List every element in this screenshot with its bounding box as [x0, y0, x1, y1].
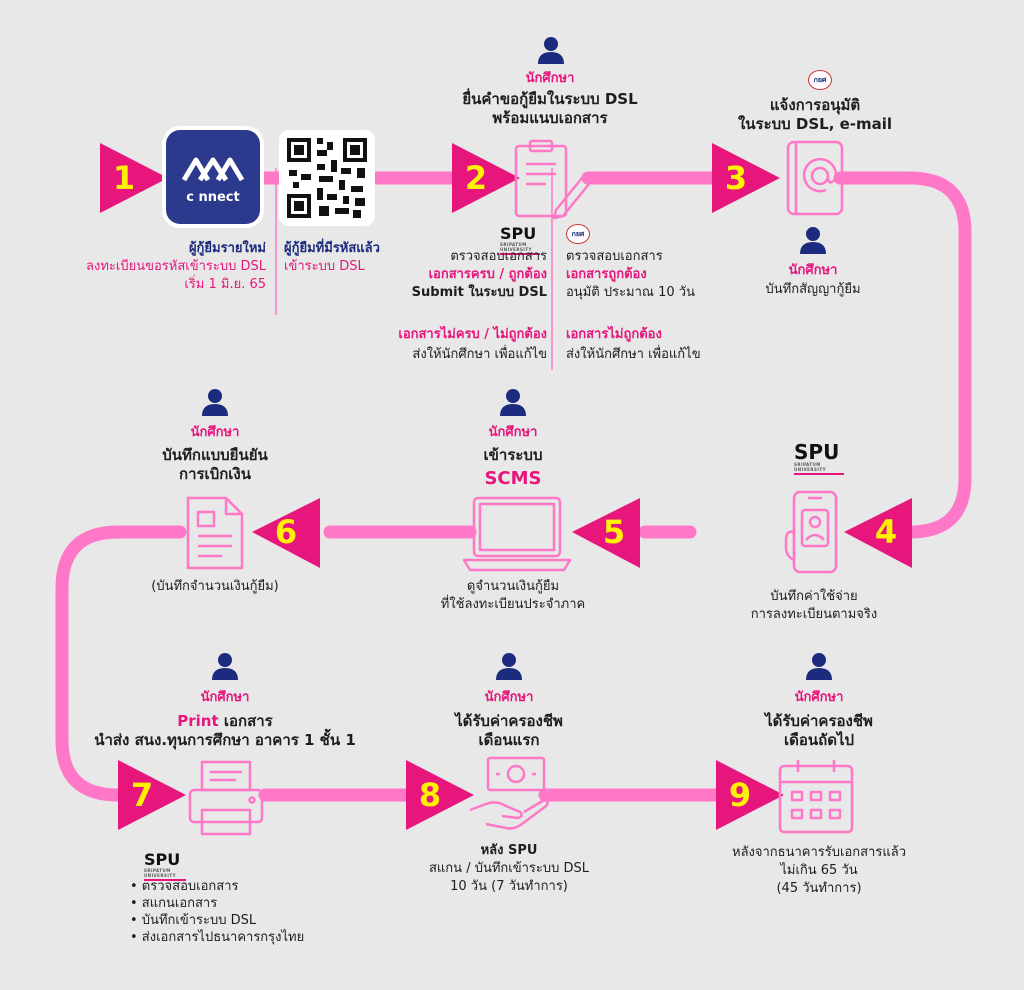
step2-spu-bad: เอกสารไม่ครบ / ไม่ถูกต้อง	[398, 327, 547, 342]
kyos-logo: กยศ	[808, 70, 832, 90]
hand-money-icon	[469, 756, 549, 830]
document-icon	[186, 496, 244, 570]
arrow-2	[452, 143, 520, 213]
step2-k-approve: อนุมัติ ประมาณ 10 วัน	[566, 285, 695, 300]
arrow-8	[406, 760, 474, 830]
step8-title-line2: เดือนแรก	[478, 731, 540, 749]
step6-role: นักศึกษา	[190, 425, 240, 440]
step7-print-word: Print	[177, 712, 219, 730]
step1-existing-borrower-title: ผู้กู้ยืมที่มีรหัสแล้ว	[284, 241, 380, 256]
step2-title-line2: พร้อมแนบเอกสาร	[492, 109, 608, 127]
step9-role: นักศึกษา	[794, 690, 844, 705]
step1-existing-borrower-line1: เข้าระบบ DSL	[284, 259, 365, 274]
step2-role: นักศึกษา	[525, 71, 575, 86]
step2-k-check: ตรวจสอบเอกสาร	[566, 249, 663, 264]
arrow-5	[572, 498, 640, 568]
step8-line2: สแกน / บันทึกเข้าระบบ DSL	[428, 861, 590, 876]
step6-title-line2: การเบิกเงิน	[179, 465, 251, 483]
arrow-6	[252, 498, 320, 568]
arrow-4	[844, 498, 912, 568]
step2-spu-return: ส่งให้นักศึกษา เพื่อแก้ไข	[412, 347, 547, 362]
step9-line3: (45 วันทำการ)	[776, 881, 862, 896]
step4-line1: บันทึกค่าใช้จ่าย	[770, 589, 858, 604]
step1-new-borrower-title: ผู้กู้ยืมรายใหม่	[188, 241, 266, 256]
step4-line2: การลงทะเบียนตามจริง	[750, 607, 878, 622]
step9-line2: ไม่เกิน 65 วัน	[780, 863, 858, 878]
calendar-icon	[778, 760, 854, 834]
person-icon	[496, 653, 522, 680]
step-number-8: 8	[418, 776, 442, 814]
person-icon	[800, 227, 826, 254]
person-icon	[500, 389, 526, 416]
step3-action: บันทึกสัญญากู้ยืม	[765, 282, 861, 297]
step8-line1: หลัง SPU	[480, 843, 538, 858]
step-number-1: 1	[112, 159, 136, 197]
step9-title-line1: ได้รับค่าครองชีพ	[765, 712, 873, 730]
step-number-5: 5	[602, 513, 626, 551]
step5-line2: ที่ใช้ลงทะเบียนประจำภาค	[440, 597, 586, 612]
printer-icon	[188, 760, 264, 836]
address-book-at-icon	[786, 140, 844, 216]
step6-note: (บันทึกจำนวนเงินกู้ยืม)	[151, 579, 279, 594]
step3-title-line1: แจ้งการอนุมัติ	[769, 96, 861, 114]
kyos-logo: กยศ	[566, 224, 590, 244]
step8-title-line1: ได้รับค่าครองชีพ	[455, 712, 563, 730]
step1-new-borrower-line2: เริ่ม 1 มิ.ย. 65	[184, 277, 266, 292]
step7-item-4: • ส่งเอกสารไปธนาคารกรุงไทย	[130, 930, 305, 945]
step2-spu-submit: Submit ในระบบ DSL	[411, 285, 547, 300]
step5-role: นักศึกษา	[488, 425, 538, 440]
step2-spu-ok: เอกสารครบ / ถูกต้อง	[428, 267, 547, 282]
person-icon	[202, 389, 228, 416]
step-number-4: 4	[874, 513, 898, 551]
step9-line1: หลังจากธนาคารรับเอกสารแล้ว	[732, 845, 906, 860]
kyos-connect-app-icon: c nnect	[166, 130, 260, 224]
clipboard-pen-icon	[514, 139, 591, 220]
step2-title-line1: ยื่นคำขอกู้ยืมในระบบ DSL	[462, 90, 638, 108]
laptop-icon	[462, 496, 572, 572]
step2-spu-check: ตรวจสอบเอกสาร	[450, 249, 547, 264]
step3-role: นักศึกษา	[788, 263, 838, 278]
person-icon	[538, 37, 564, 64]
step7-role: นักศึกษา	[200, 690, 250, 705]
step-number-6: 6	[274, 513, 298, 551]
step-number-3: 3	[724, 159, 748, 197]
step5-line1: ดูจำนวนเงินกู้ยืม	[466, 579, 560, 594]
step7-title-line2: นำส่ง สนง.ทุนการศึกษา อาคาร 1 ชั้น 1	[94, 731, 356, 749]
step7-title-line1: Print เอกสาร	[105, 712, 345, 731]
step-number-2: 2	[464, 159, 488, 197]
step8-line3: 10 วัน (7 วันทำการ)	[450, 879, 568, 894]
step7-print-rest: เอกสาร	[218, 712, 273, 730]
step1-new-borrower-line1: ลงทะเบียนขอรหัสเข้าระบบ DSL	[86, 259, 266, 274]
qr-code	[279, 130, 375, 226]
arrow-3	[712, 143, 780, 213]
arrow-1	[100, 143, 168, 213]
step2-k-ok: เอกสารถูกต้อง	[566, 267, 647, 282]
step5-title-line1: เข้าระบบ	[483, 446, 543, 464]
phone-profile-icon	[784, 490, 838, 574]
step6-title-line1: บันทึกแบบยืนยัน	[162, 446, 268, 464]
person-icon	[806, 653, 832, 680]
step-number-7: 7	[130, 776, 154, 814]
logo-app-word: c nnect	[186, 190, 240, 205]
step2-k-bad: เอกสารไม่ถูกต้อง	[566, 327, 662, 342]
step5-title-line2: SCMS	[484, 468, 542, 489]
step7-item-2: • สแกนเอกสาร	[130, 896, 218, 911]
step7-item-1: • ตรวจสอบเอกสาร	[130, 879, 239, 894]
arrow-7	[118, 760, 186, 830]
step3-title-line2: ในระบบ DSL, e-mail	[737, 115, 893, 133]
person-icon	[212, 653, 238, 680]
step8-role: นักศึกษา	[484, 690, 534, 705]
step2-k-return: ส่งให้นักศึกษา เพื่อแก้ไข	[566, 347, 701, 362]
step7-item-3: • บันทึกเข้าระบบ DSL	[130, 913, 257, 928]
arrow-9	[716, 760, 784, 830]
step9-title-line2: เดือนถัดไป	[783, 731, 855, 749]
step-number-9: 9	[728, 776, 752, 814]
